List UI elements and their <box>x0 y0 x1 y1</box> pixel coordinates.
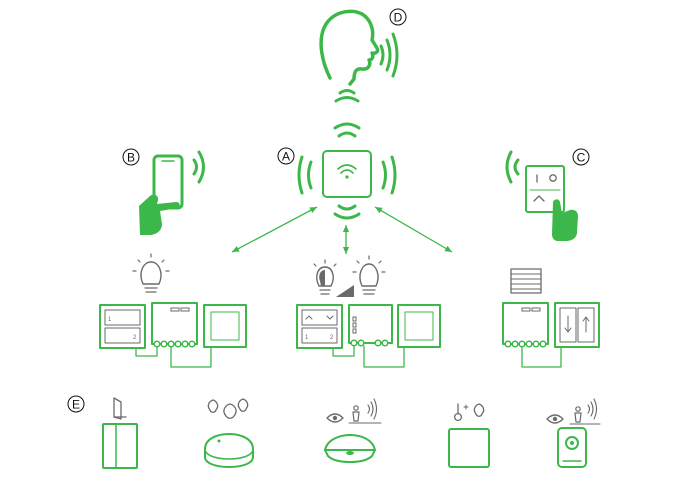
dimmer-group: 1 2 <box>296 255 441 368</box>
svg-text:2: 2 <box>133 335 137 341</box>
wiring <box>332 345 405 368</box>
svg-text:2: 2 <box>330 335 334 341</box>
humidity-drop-icon <box>473 403 485 417</box>
dimmer-bulb-icon <box>313 255 386 297</box>
hand-pressing-wall-switch-icon: C <box>505 148 590 241</box>
wifi-hub-icon <box>337 164 357 179</box>
hand-holding-smartphone-icon: B <box>122 148 205 235</box>
arrow-to-blinds <box>374 206 453 253</box>
blinds-group <box>502 268 600 368</box>
label-e: E <box>67 395 85 413</box>
hub: A <box>277 122 397 220</box>
arrow-to-lighting <box>231 206 318 253</box>
ceiling-motion-sensor-icon <box>324 398 382 463</box>
label-a: A <box>277 147 295 165</box>
svg-text:1: 1 <box>108 317 112 323</box>
person-icon <box>352 405 360 422</box>
svg-text:C: C <box>577 151 586 165</box>
shutter-switch <box>554 302 600 348</box>
dimmer-switch: 1 2 <box>296 304 343 349</box>
eye-icon <box>326 413 344 423</box>
door-contact-sensor-icon <box>102 397 138 469</box>
eye-icon <box>546 414 564 424</box>
relay-module <box>151 302 198 348</box>
hub-signal-top <box>333 122 361 138</box>
water-leak-sensor-icon <box>204 398 254 468</box>
label-b: B <box>122 148 140 166</box>
hub-signal-right <box>381 155 397 195</box>
voice-assistant: D <box>319 8 407 103</box>
signal-icon <box>367 398 378 420</box>
lighting-group: 1 2 <box>99 253 247 368</box>
svg-text:D: D <box>394 11 403 25</box>
hub-signal-bottom <box>333 204 361 220</box>
svg-text:B: B <box>127 151 135 165</box>
double-switch: 1 2 <box>99 304 146 349</box>
dimmer-module <box>348 304 393 347</box>
shutter-module <box>502 302 549 348</box>
hub-signal-left <box>297 155 313 195</box>
sound-waves <box>379 32 399 78</box>
hub-connections <box>231 206 453 254</box>
speaking-head-icon <box>319 9 380 86</box>
wiring <box>135 346 212 368</box>
hub-box <box>322 150 372 198</box>
thermometer-icon <box>453 403 469 422</box>
temperature-humidity-sensor-icon <box>448 403 490 468</box>
person-icon <box>574 406 582 423</box>
voice-signal-waves <box>334 89 360 103</box>
svg-text:1: 1 <box>305 335 309 341</box>
wiring <box>521 346 562 368</box>
svg-text:A: A <box>282 150 290 164</box>
water-drops-icon <box>207 398 249 419</box>
motion-camera-icon <box>546 398 601 468</box>
switch-frame <box>203 304 247 348</box>
dimmer-frame <box>397 304 441 348</box>
signal-icon <box>587 398 598 420</box>
svg-text:E: E <box>72 398 80 412</box>
roller-blind-icon <box>510 268 542 294</box>
light-bulb-icon <box>132 253 170 293</box>
door-icon <box>113 397 127 420</box>
label-c: C <box>572 148 590 166</box>
label-d: D <box>389 8 407 26</box>
